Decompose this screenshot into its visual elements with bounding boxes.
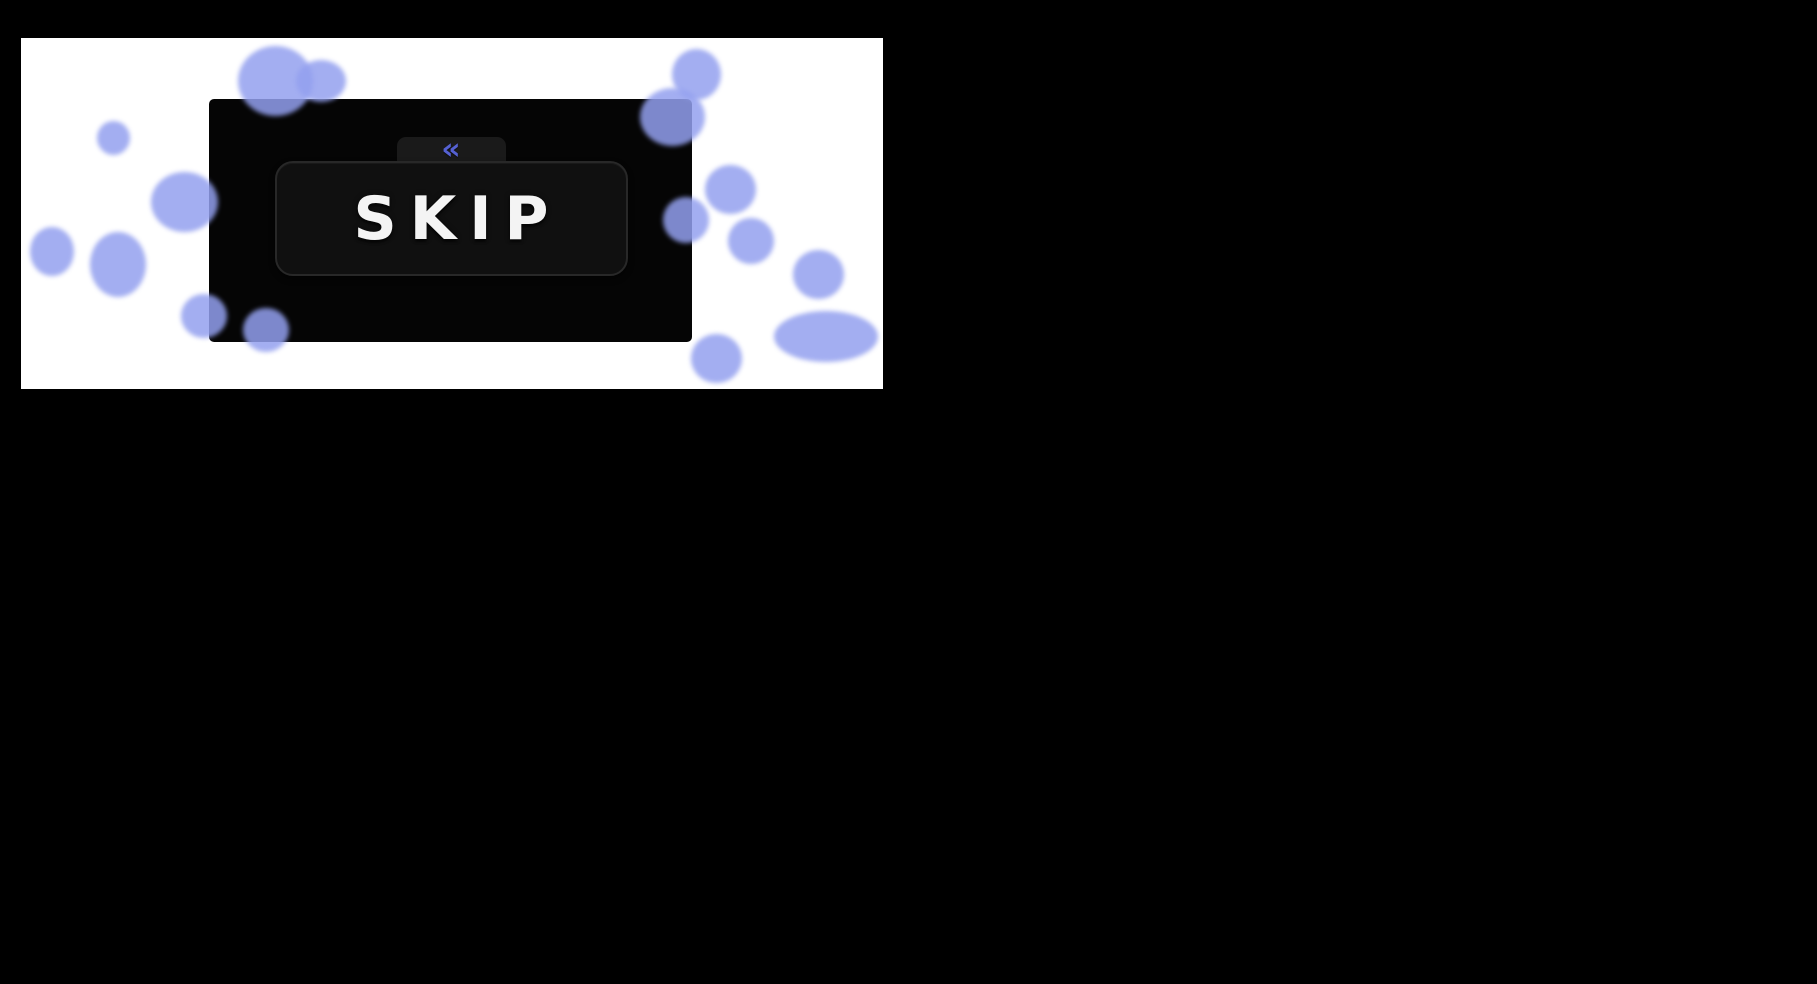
touch-mark — [296, 60, 346, 102]
ad-panel: « SKIP — [21, 38, 883, 389]
touch-mark — [97, 121, 130, 155]
skip-button[interactable]: SKIP — [274, 161, 628, 276]
touch-mark — [672, 49, 721, 100]
skip-button-label: SKIP — [353, 183, 562, 254]
touch-mark — [728, 218, 774, 264]
touch-mark — [705, 165, 756, 214]
touch-mark — [774, 311, 878, 362]
touch-mark — [151, 172, 218, 232]
double-chevron-left-icon: « — [441, 132, 461, 167]
touch-mark — [30, 227, 74, 276]
skip-overlay: « SKIP — [209, 99, 692, 342]
touch-mark — [90, 232, 146, 297]
touch-mark — [793, 250, 844, 299]
touch-mark — [691, 334, 742, 383]
